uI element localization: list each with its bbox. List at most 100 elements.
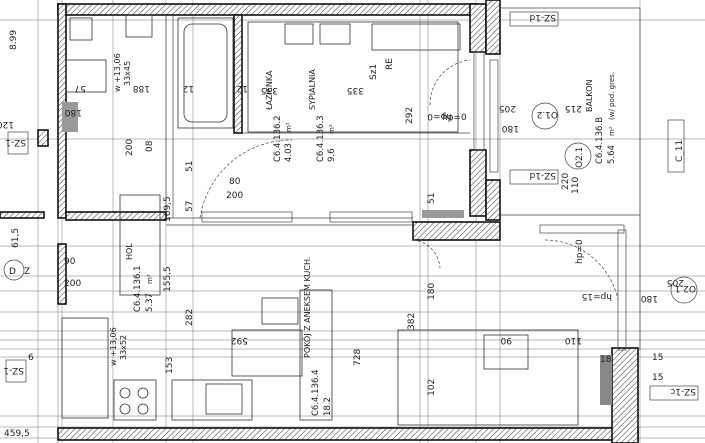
vent-1-level: w +13,06 bbox=[113, 53, 122, 92]
tag-sz-1d: SZ-1d bbox=[530, 170, 556, 180]
dim-label: 200 bbox=[64, 279, 81, 289]
bed-frame bbox=[247, 21, 459, 133]
dim-label: 57 bbox=[75, 83, 86, 93]
living-code: C6.4.136.4 bbox=[311, 370, 321, 417]
dim-label: 335 bbox=[347, 85, 364, 95]
vent-2-size: 33x52 bbox=[119, 335, 128, 360]
tag-sz-1: SZ-1 bbox=[3, 365, 24, 375]
living-name: POKÓJ Z ANEKSEM KUCH. bbox=[301, 257, 312, 358]
dim-label: 180 bbox=[427, 283, 437, 300]
wardrobe bbox=[119, 194, 161, 296]
dim-label: 292 bbox=[405, 107, 415, 124]
door-mark: hp=0 bbox=[575, 239, 585, 264]
tag-sz-1c: SZ-1c bbox=[670, 386, 696, 396]
toilet bbox=[125, 14, 153, 38]
hall-name: HOL bbox=[125, 243, 134, 260]
dim-label: 61,5 bbox=[11, 228, 21, 248]
dim-label: 51 bbox=[427, 193, 437, 204]
dim-label: 180 bbox=[65, 107, 82, 117]
doors bbox=[199, 59, 619, 301]
kitchen-counter bbox=[171, 379, 253, 421]
washbasin bbox=[69, 17, 93, 41]
dim-label: 110 bbox=[571, 177, 581, 194]
dim-label: 80 bbox=[229, 177, 241, 187]
hall-area: 5.37 bbox=[145, 293, 155, 312]
dim-label: 8.99 bbox=[9, 30, 19, 50]
tag-window-o12: O1.2 bbox=[537, 109, 558, 119]
dim-label: 188 bbox=[133, 83, 150, 93]
bathtub bbox=[177, 17, 234, 129]
dim-label: 6 bbox=[28, 353, 34, 363]
tag-z: Z bbox=[24, 267, 30, 277]
dim-label: 15 bbox=[652, 353, 663, 363]
dim-label: 592 bbox=[231, 335, 248, 345]
dim-label: 12 bbox=[183, 83, 194, 93]
tag-window-o21: O2.1 bbox=[575, 147, 585, 168]
tag-sz-1: SZ-1 bbox=[5, 137, 26, 147]
grey-marker bbox=[62, 102, 78, 132]
stove bbox=[113, 379, 157, 421]
dim-label: 155,5 bbox=[163, 266, 173, 292]
dim-label: 220 bbox=[561, 173, 571, 190]
walls bbox=[0, 0, 639, 443]
tag-sz1: Sz1 bbox=[369, 64, 379, 80]
dim-label: 205 bbox=[499, 103, 516, 113]
dim-label: 90 bbox=[64, 257, 76, 267]
dim-label: 15 bbox=[652, 373, 663, 383]
dim-label: 459,5 bbox=[4, 429, 30, 439]
balcony-unit: m² bbox=[608, 126, 616, 136]
vent-1-size: 33x45 bbox=[123, 61, 132, 86]
balcony-note: (w/ pod. gres. bbox=[608, 72, 616, 120]
door-mark: hp=0 bbox=[442, 113, 467, 123]
bathroom-code: C6.4.136.2 bbox=[273, 116, 283, 163]
dim-label: 153 bbox=[165, 357, 175, 374]
balcony-area: 5.64 bbox=[607, 145, 617, 164]
bedroom-name: SYPIALNIA bbox=[308, 69, 317, 110]
hall-unit: m² bbox=[146, 274, 154, 284]
shower bbox=[61, 317, 109, 419]
reference-tags: SZ-1d SZ-1d SZ-1c SZ-1 SZ-1 O1.2 O2.1 O2… bbox=[3, 11, 699, 401]
dim-label: 205 bbox=[667, 277, 684, 287]
dim-label: 18 bbox=[600, 355, 612, 365]
grey-marker-2 bbox=[422, 210, 464, 218]
dim-label: 120 bbox=[0, 119, 14, 129]
tag-re: RE bbox=[385, 58, 395, 70]
dim-label: 110 bbox=[565, 335, 582, 345]
tag-c11: C_11 bbox=[675, 140, 685, 162]
bedroom-code: C6.4.136.3 bbox=[316, 116, 326, 163]
dim-label: 180 bbox=[502, 123, 519, 133]
dim-label: 180 bbox=[641, 293, 658, 303]
bedroom-unit: m² bbox=[328, 124, 336, 134]
door-mark: hp=0 bbox=[427, 111, 452, 121]
column-marker bbox=[600, 355, 612, 405]
dim-label: 90 bbox=[500, 335, 512, 345]
balcony-code: C6.4.136.B bbox=[595, 117, 605, 164]
vent-2-level: w +13,06 bbox=[109, 327, 118, 366]
door-mark: hp=15 bbox=[582, 291, 612, 301]
dim-label: 215 bbox=[565, 103, 582, 113]
dim-label: 382 bbox=[407, 313, 417, 330]
dim-label: 08 bbox=[145, 140, 155, 152]
dim-label: 335 bbox=[261, 85, 278, 95]
dim-label: 200 bbox=[226, 191, 243, 201]
partitions bbox=[165, 7, 641, 350]
dining-table bbox=[231, 329, 303, 377]
tag-sz-1d: SZ-1d bbox=[530, 12, 556, 22]
dim-label: 169,5 bbox=[163, 196, 173, 222]
bathroom-unit: m² bbox=[285, 122, 293, 132]
dim-label: 728 bbox=[353, 349, 363, 366]
balcony-name: BALKON bbox=[585, 79, 594, 112]
room-labels: C6.4.136.3 SYPIALNIA 9.6 m² C6.4.136.2 Ł… bbox=[125, 69, 617, 416]
furniture bbox=[61, 14, 612, 426]
bathroom-area: 4.03 bbox=[284, 143, 294, 162]
dim-label: 57 bbox=[185, 201, 195, 212]
sofa bbox=[397, 329, 579, 426]
living-area: 18.2 bbox=[323, 397, 333, 416]
door-height-marks: hp=0 hp=0 hp=15 hp=0 bbox=[427, 111, 612, 301]
dimension-labels: 335 335 292 12 12 188 57 180 200 08 51 5… bbox=[0, 30, 684, 439]
dim-label: 102 bbox=[427, 379, 437, 396]
sink bbox=[205, 383, 243, 415]
tv-unit bbox=[299, 289, 333, 421]
windows bbox=[473, 51, 627, 351]
